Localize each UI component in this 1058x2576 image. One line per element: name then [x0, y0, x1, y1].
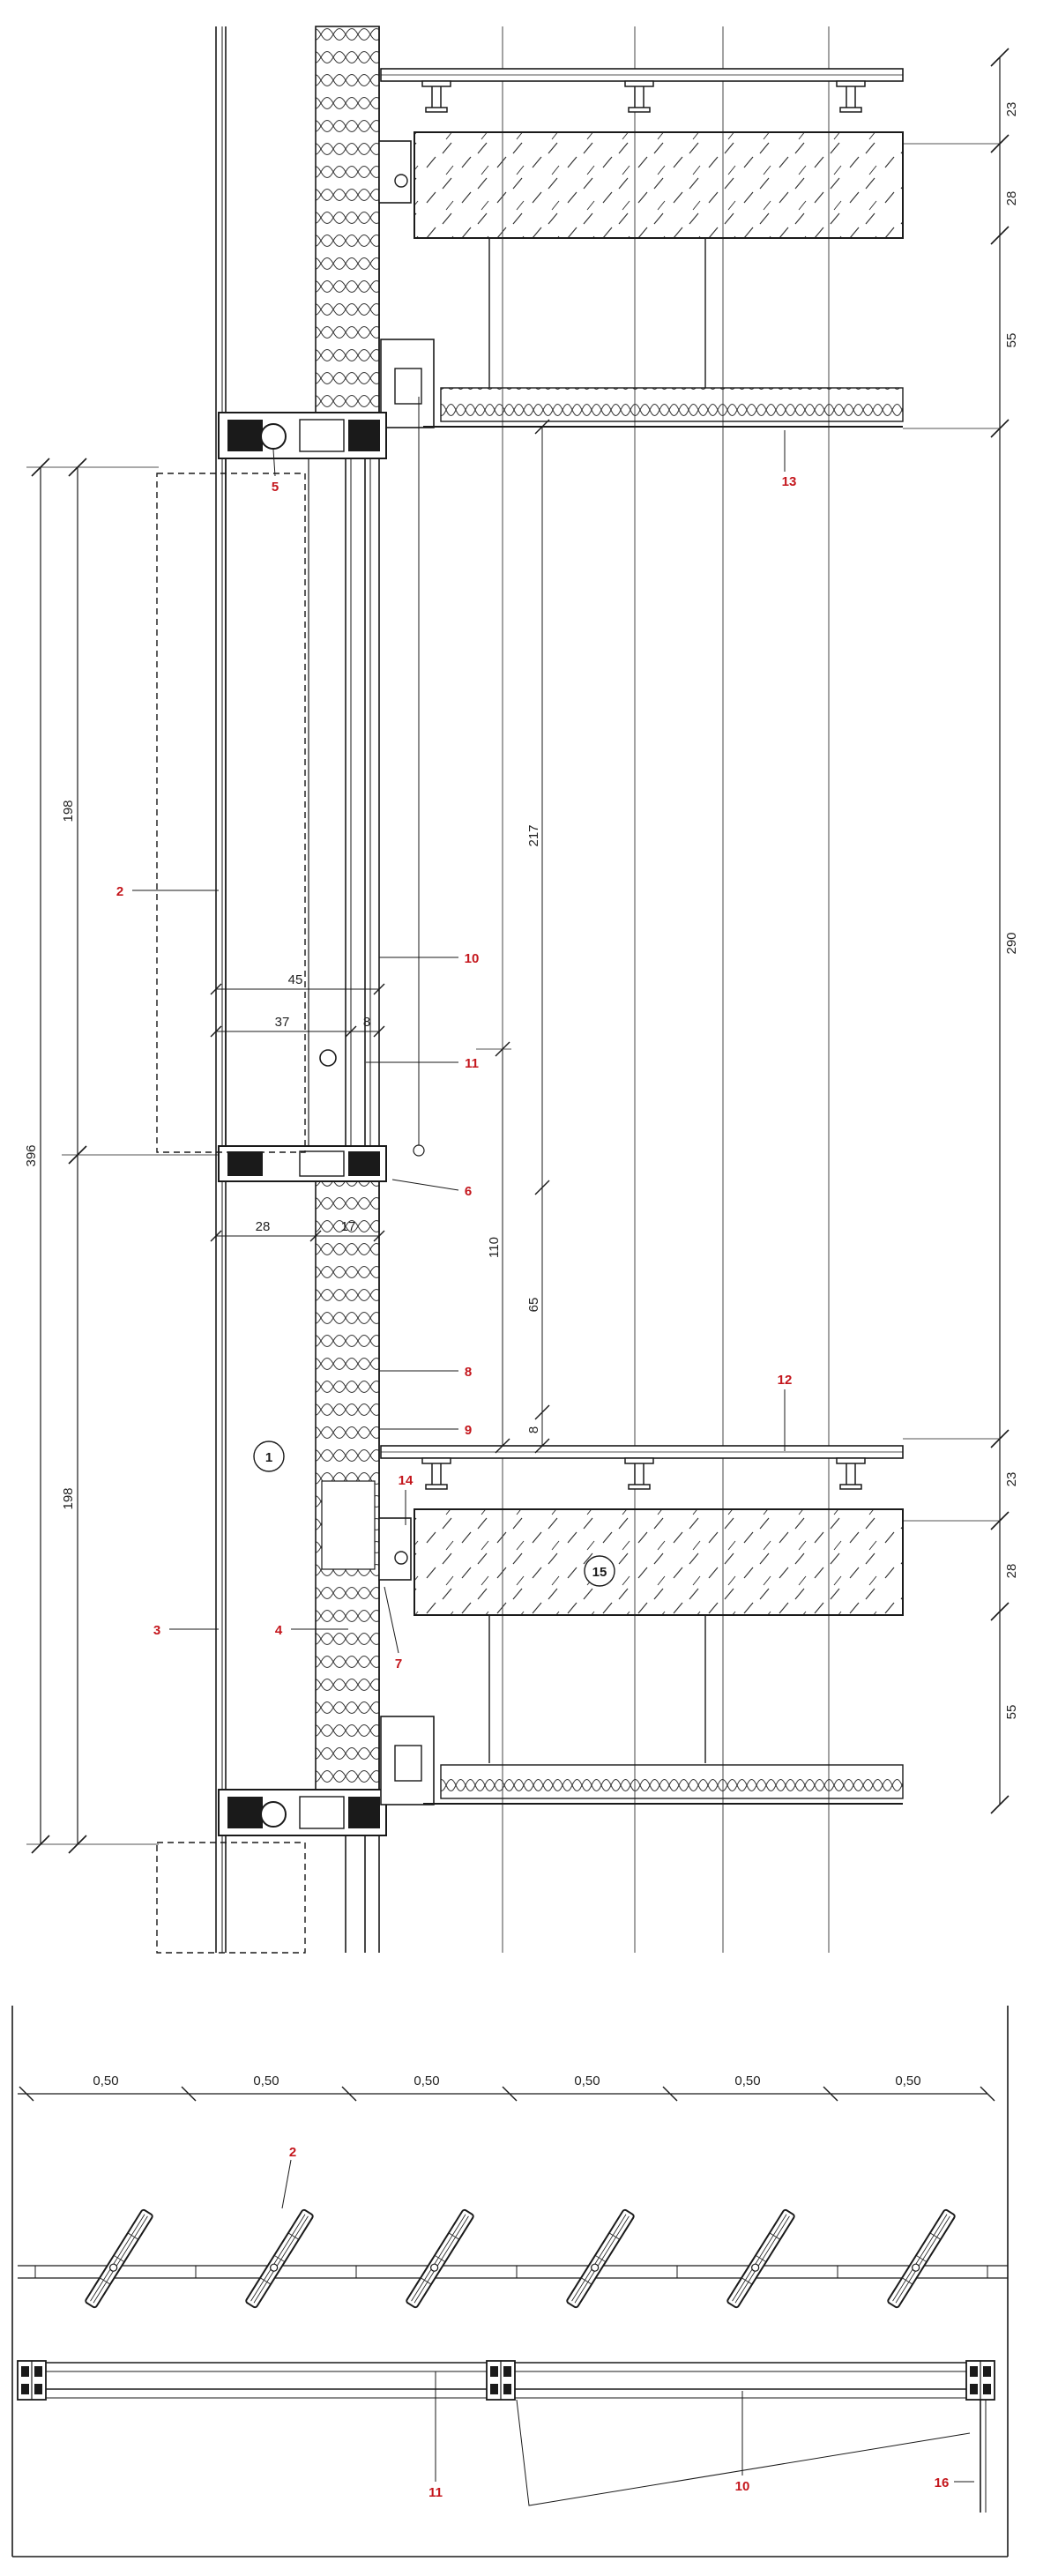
dim-right-2: 28 [1004, 191, 1019, 206]
dim-left-upper: 198 [61, 800, 76, 822]
plan-label-16: 16 [935, 2475, 950, 2490]
plan-dim-5: 0,50 [734, 2073, 760, 2088]
plan-dim-3: 0,50 [414, 2073, 439, 2088]
mullion [965, 2360, 995, 2401]
dim-right-1: 23 [1004, 102, 1019, 117]
label-10: 10 [465, 951, 480, 966]
plan-label-11: 11 [428, 2485, 443, 2500]
dim-right-4: 290 [1004, 932, 1019, 954]
label-12: 12 [778, 1373, 793, 1388]
label-1: 1 [265, 1450, 272, 1465]
label-14: 14 [399, 1473, 414, 1488]
louver-blade [244, 2207, 315, 2310]
dim-right-3: 55 [1004, 333, 1019, 348]
label-6: 6 [465, 1184, 472, 1199]
plan-dim-4: 0,50 [574, 2073, 600, 2088]
dim-37: 37 [275, 1015, 290, 1030]
dim-right-6: 28 [1004, 1564, 1019, 1579]
louver-blade [405, 2207, 475, 2310]
louver-blade [726, 2207, 796, 2310]
label-9: 9 [465, 1423, 472, 1438]
dim-65: 65 [526, 1298, 541, 1313]
plan-dim-1: 0,50 [93, 2073, 118, 2088]
mullion [486, 2360, 516, 2401]
louver-blade [565, 2207, 636, 2310]
label-13: 13 [782, 474, 797, 489]
mullion [17, 2360, 47, 2401]
dim-8b: 8 [526, 1426, 541, 1433]
dim-left-total: 396 [24, 1144, 39, 1166]
label-7: 7 [395, 1657, 402, 1671]
dim-110: 110 [487, 1237, 502, 1258]
dim-28: 28 [256, 1219, 271, 1234]
label-8: 8 [465, 1365, 472, 1380]
plan-drawing: 0,50 0,50 0,50 0,50 0,50 0,50 [11, 2006, 1009, 2557]
dim-8a: 8 [363, 1015, 370, 1030]
plan-dim-2: 0,50 [253, 2073, 279, 2088]
label-15: 15 [592, 1565, 607, 1580]
louver-blade [84, 2207, 154, 2310]
label-4: 4 [275, 1623, 283, 1638]
dim-left-lower: 198 [61, 1487, 76, 1509]
plan-label-2: 2 [289, 2145, 296, 2160]
dim-17: 17 [341, 1219, 356, 1234]
label-2: 2 [116, 884, 123, 899]
dim-right-5: 23 [1004, 1472, 1019, 1487]
dim-right-7: 55 [1004, 1705, 1019, 1720]
dim-45: 45 [288, 972, 303, 987]
louver-blade [886, 2207, 957, 2310]
plan-dim-6: 0,50 [895, 2073, 920, 2088]
plan-label-10: 10 [735, 2479, 750, 2494]
label-11: 11 [465, 1056, 479, 1071]
label-3: 3 [153, 1623, 160, 1638]
dim-217: 217 [526, 824, 541, 846]
label-5: 5 [272, 480, 279, 495]
section-drawing: 23 28 55 290 23 28 55 396 198 198 [24, 26, 1019, 1954]
